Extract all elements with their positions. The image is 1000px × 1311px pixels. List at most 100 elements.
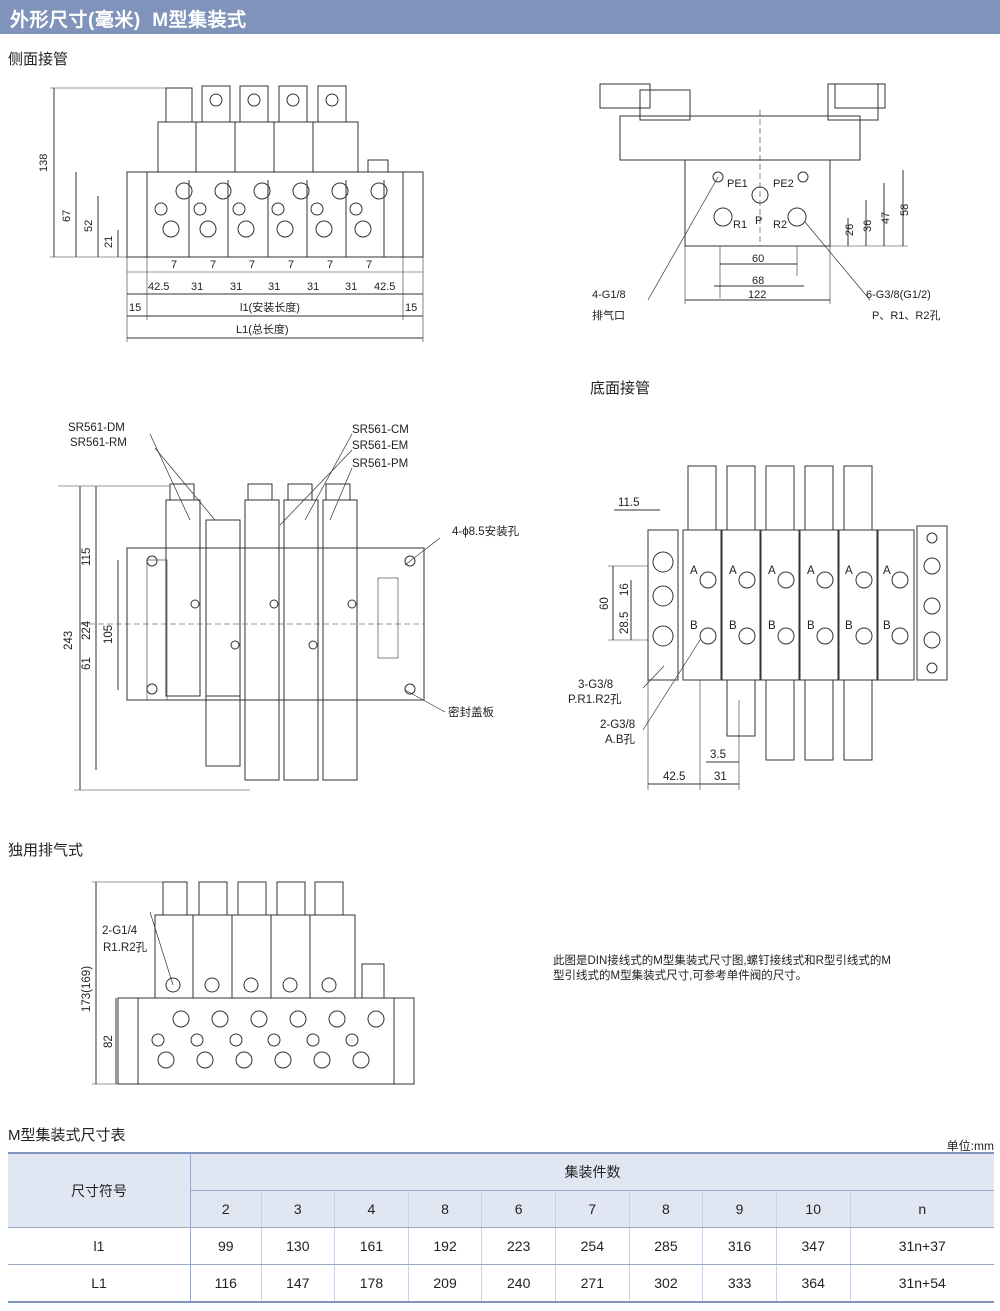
side-dim-138: 138 (38, 154, 50, 172)
table-cell: 192 (408, 1227, 483, 1265)
side-dim-52: 52 (83, 220, 95, 232)
port-a: A (845, 565, 853, 577)
port-b: B (768, 620, 776, 632)
end-port-spec: 6-G3/8(G1/2) (866, 289, 931, 301)
column-header: 4 (334, 1190, 409, 1228)
end-pe2: PE2 (773, 178, 794, 190)
cover-plate-label: 密封盖板 (448, 705, 494, 719)
end-p: P (755, 215, 762, 227)
bottom-dim-28-5: 28.5 (619, 612, 631, 634)
table-cell: 178 (334, 1264, 409, 1303)
model-sr561-dm: SR561-DM (68, 422, 125, 434)
table-columns-row: 2 3 4 8 6 7 8 9 10 n (8, 1190, 994, 1228)
table-cell: 161 (334, 1227, 409, 1265)
bottom-dim-16: 16 (619, 583, 631, 596)
table-cell: 302 (629, 1264, 704, 1303)
end-r2: R2 (773, 219, 787, 231)
port-b: B (690, 620, 698, 632)
column-header: 8 (629, 1190, 704, 1228)
end-dim-47: 47 (880, 212, 892, 224)
side-dim-7: 7 (288, 259, 294, 271)
header-bar: 外形尺寸(毫米) M型集装式 (0, 0, 1000, 34)
port-b: B (807, 620, 815, 632)
column-header: 8 (408, 1190, 483, 1228)
end-dim-122: 122 (748, 289, 766, 301)
bottom-dim-11-5: 11.5 (618, 497, 640, 509)
end-pe1: PE1 (727, 178, 748, 190)
dimension-table: 尺寸符号 集装件数 2 3 4 8 6 7 8 9 10 n l1 99 130… (8, 1152, 994, 1303)
column-header: 7 (555, 1190, 630, 1228)
column-header: n (850, 1190, 994, 1228)
exhaust-spec: 2-G1/4 (102, 925, 138, 937)
column-header: 3 (261, 1190, 336, 1228)
side-dim-42-5: 42.5 (374, 281, 395, 293)
model-sr561-cm: SR561-CM (352, 424, 409, 436)
row-label: l1 (8, 1227, 191, 1265)
top-view-drawing (58, 433, 446, 791)
table-cell: 316 (702, 1227, 777, 1265)
table-cell: 31n+54 (850, 1264, 994, 1303)
column-header: 9 (702, 1190, 777, 1228)
ab-port-spec: 2-G3/8 (600, 719, 635, 731)
side-dim-L1: L1(总长度) (236, 322, 289, 336)
model-sr561-rm: SR561-RM (70, 437, 127, 449)
table-cell: 223 (481, 1227, 557, 1265)
section-exhaust-label: 独用排气式 (8, 842, 84, 859)
side-dim-7: 7 (210, 259, 216, 271)
side-dim-31: 31 (268, 281, 280, 293)
end-r1: R1 (733, 219, 747, 231)
exhaust-dim-173: 173(169) (81, 966, 93, 1012)
table-cell: 99 (190, 1227, 262, 1265)
table-row: l1 99 130 161 192 223 254 285 316 347 31… (8, 1227, 994, 1265)
top-dim-224: 224 (81, 620, 93, 640)
top-dim-105: 105 (103, 625, 115, 644)
column-header: 6 (481, 1190, 557, 1228)
pr-port-name: P.R1.R2孔 (568, 693, 622, 706)
table-cell: 364 (776, 1264, 851, 1303)
side-dim-42-5: 42.5 (148, 281, 169, 293)
table-cell: 254 (555, 1227, 630, 1265)
side-dim-15: 15 (405, 302, 417, 314)
top-dim-61: 61 (81, 657, 93, 670)
end-exh-spec: 4-G1/8 (592, 289, 626, 301)
port-b: B (729, 620, 737, 632)
side-dim-31: 31 (230, 281, 242, 293)
bottom-dim-60: 60 (599, 597, 611, 610)
column-header: 10 (776, 1190, 851, 1228)
end-dim-36: 36 (862, 220, 874, 232)
table-header-row: 尺寸符号 集装件数 (8, 1152, 994, 1228)
port-a: A (768, 565, 776, 577)
side-dim-31: 31 (307, 281, 319, 293)
exhaust-name: R1.R2孔 (103, 941, 148, 954)
exhaust-dim-82: 82 (103, 1035, 115, 1048)
port-b: B (883, 620, 891, 632)
bottom-dim-31: 31 (714, 771, 727, 783)
table-cell: 271 (555, 1264, 630, 1303)
end-dim-68: 68 (752, 275, 764, 287)
side-dim-31: 31 (191, 281, 203, 293)
model-sr561-em: SR561-EM (352, 440, 408, 452)
end-dim-60: 60 (752, 253, 764, 265)
pr-port-spec: 3-G3/8 (578, 679, 613, 691)
side-dim-31: 31 (345, 281, 357, 293)
port-a: A (729, 565, 737, 577)
side-dim-7: 7 (366, 259, 372, 271)
model-sr561-pm: SR561-PM (352, 458, 408, 470)
side-dim-7: 7 (171, 259, 177, 271)
table-title: M型集装式尺寸表 (8, 1127, 126, 1144)
end-dim-58: 58 (899, 204, 911, 216)
table-cell: 209 (408, 1264, 483, 1303)
table-cell: 31n+37 (850, 1227, 994, 1265)
drawing-note: 此图是DIN接线式的M型集装式尺寸图,螺钉接线式和R型引线式的M型引线式的M型集… (553, 955, 891, 982)
side-dim-7: 7 (249, 259, 255, 271)
side-dim-15: 15 (129, 302, 141, 314)
section-bottom-label: 底面接管 (590, 380, 651, 397)
table-row: L1 116 147 178 209 240 271 302 333 364 3… (8, 1264, 994, 1303)
mounting-hole-label: 4-ϕ8.5安装孔 (452, 524, 520, 538)
port-b: B (845, 620, 853, 632)
side-dim-l1: l1(安装长度) (240, 300, 300, 314)
table-cell: 147 (261, 1264, 336, 1303)
ab-port-name: A.B孔 (605, 733, 636, 746)
group-header: 集装件数 (190, 1152, 994, 1191)
port-a: A (690, 565, 698, 577)
